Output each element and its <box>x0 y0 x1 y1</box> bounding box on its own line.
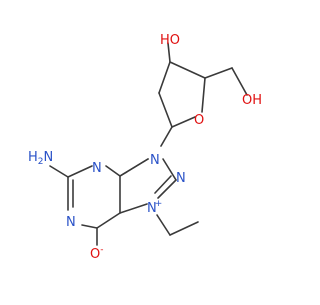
atom-n9: N <box>150 153 160 168</box>
bond-c4-ch2 <box>204 67 233 79</box>
bond-n7-c5 <box>119 203 148 214</box>
bond-c3-c4 <box>169 61 206 79</box>
bond-c8-n7-b <box>154 175 172 194</box>
bond-n9-c8 <box>162 158 177 181</box>
atom-o-minus: O- <box>90 245 103 262</box>
atom-h2n: H2N <box>28 150 53 167</box>
atom-oh-right: OH <box>242 93 262 108</box>
bond-n7-ch2 <box>156 214 171 236</box>
bond-ch2-ch3 <box>169 221 199 236</box>
molecule-canvas: HO OH O H2N N N N N N+ O- <box>28 33 263 262</box>
atom-n-right: N <box>176 171 186 186</box>
atom-n7: N+ <box>147 199 162 216</box>
atom-ho-top: HO <box>160 33 180 48</box>
atom-n1: N <box>66 215 76 230</box>
bond-c2-nh2 <box>49 165 69 178</box>
bond-n3-c2 <box>67 165 93 178</box>
bond-c4-n9 <box>119 158 149 177</box>
bond-ch2-oh <box>231 67 248 96</box>
bond-c4-n3 <box>105 165 121 177</box>
molecule-structure: HO OH O H2N N N N N N+ O- <box>28 33 262 262</box>
atom-o-ring: O <box>194 113 204 128</box>
bond-c1-o <box>171 116 196 128</box>
bond-c3-c2 <box>158 61 171 94</box>
bond-c3-oh <box>167 42 171 63</box>
bond-c1-n9 <box>160 126 173 147</box>
bond-c6-c5 <box>96 212 121 229</box>
bond-c2-c1 <box>158 92 173 128</box>
atom-n3: N <box>92 161 102 176</box>
bond-c8-n7-a <box>157 179 177 199</box>
bond-c4-o <box>201 77 206 113</box>
bond-n1-c6 <box>81 224 98 229</box>
